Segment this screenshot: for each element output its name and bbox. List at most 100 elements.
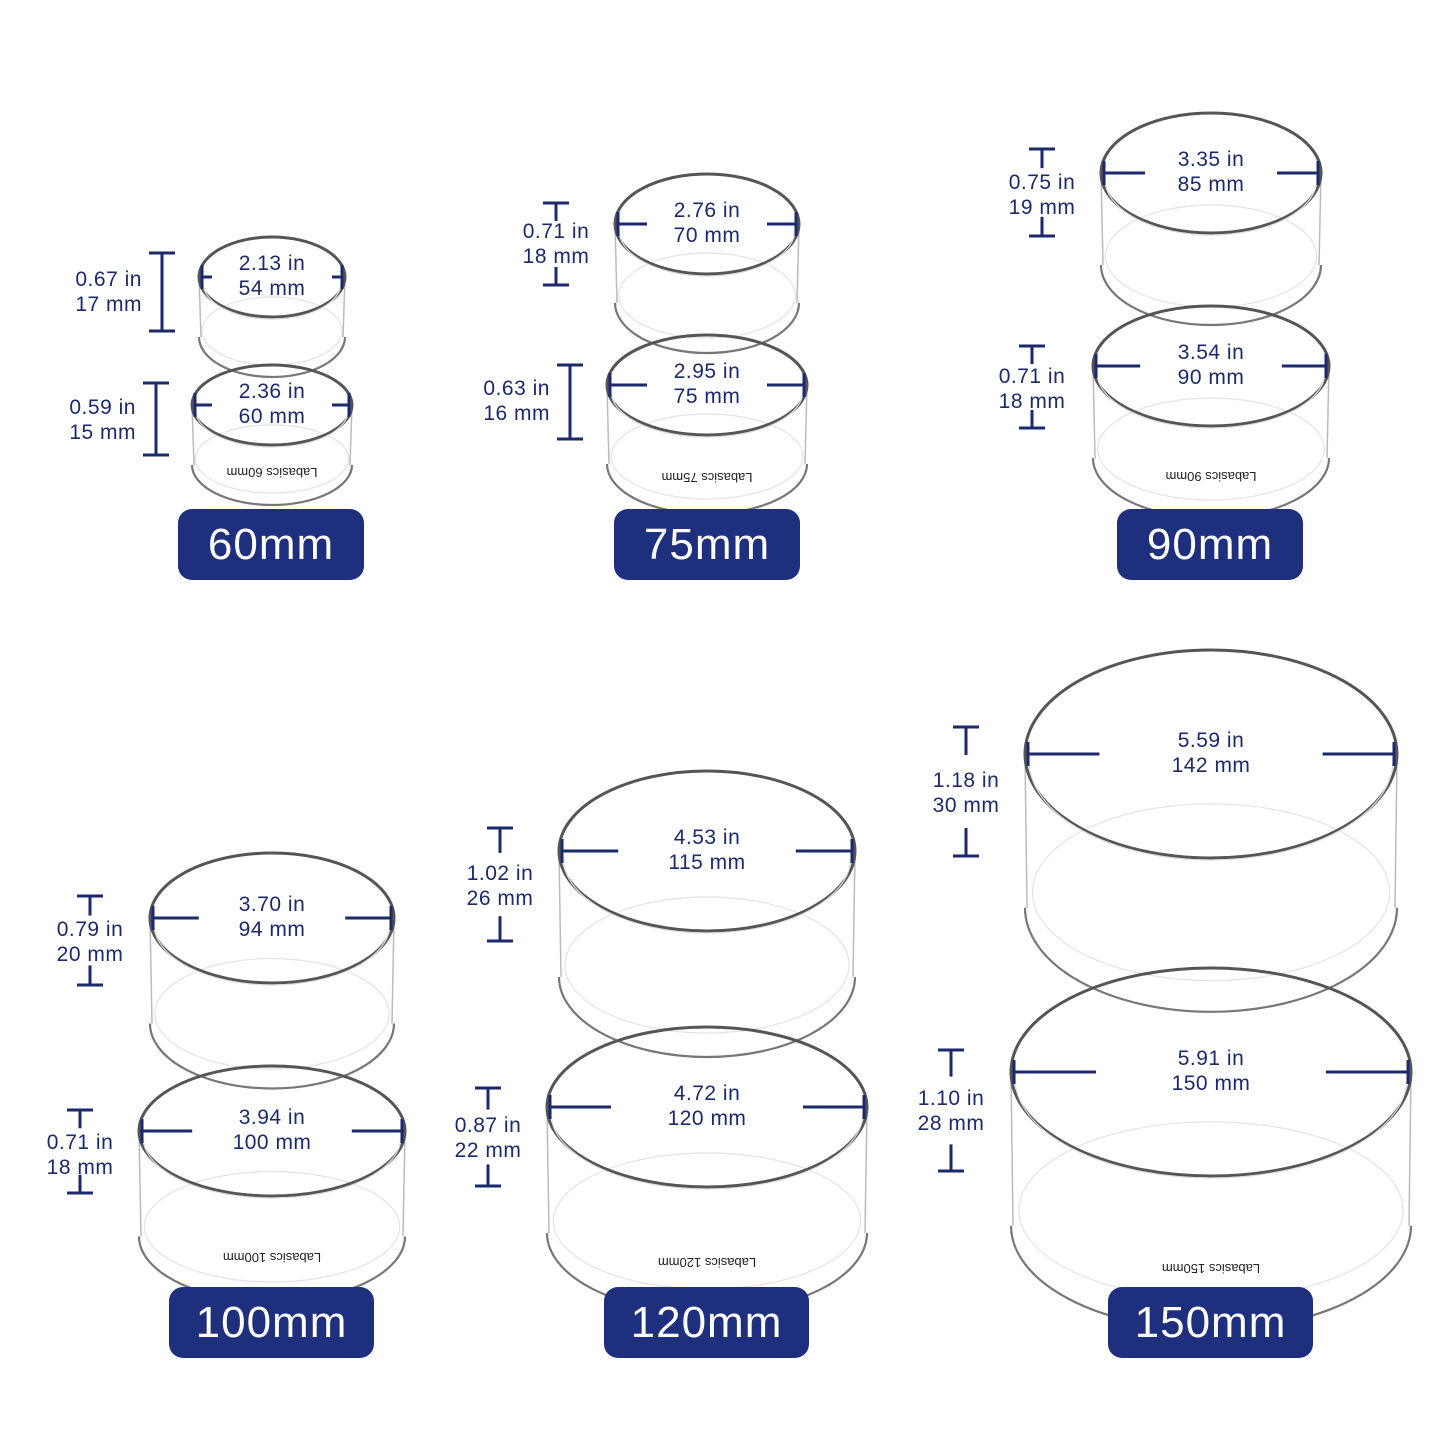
dish-120mm-lid-illustration bbox=[487, 769, 857, 1059]
height-inches: 0.63 in bbox=[483, 377, 550, 400]
dish-75mm-lid-illustration bbox=[543, 172, 801, 355]
diameter-inches: 4.53 in bbox=[673, 826, 741, 849]
height-dimension-bracket bbox=[67, 1108, 93, 1195]
height-dimension-bracket bbox=[475, 1086, 501, 1188]
height-millimeters: 15 mm bbox=[69, 421, 136, 444]
height-inches: 0.71 in bbox=[998, 365, 1066, 388]
diameter-dimension-line bbox=[1102, 161, 1320, 185]
diameter-inches: 2.95 in bbox=[673, 360, 741, 383]
brand-imprint-text: Labasics 75mm bbox=[661, 469, 753, 485]
height-inches: 0.67 in bbox=[75, 268, 142, 291]
brand-imprint-text: Labasics 90mm bbox=[1165, 469, 1257, 484]
height-inches: 1.02 in bbox=[466, 862, 534, 885]
diameter-dimension-line bbox=[193, 393, 351, 417]
diameter-millimeters: 120 mm bbox=[667, 1107, 747, 1130]
dish-90mm-lid-illustration bbox=[1029, 111, 1323, 327]
height-inches: 0.87 in bbox=[454, 1114, 522, 1137]
height-millimeters: 18 mm bbox=[998, 390, 1066, 413]
diameter-millimeters: 75 mm bbox=[673, 385, 741, 408]
height-inches: 0.59 in bbox=[69, 396, 136, 419]
height-millimeters: 22 mm bbox=[454, 1139, 522, 1162]
height-inches: 0.75 in bbox=[1008, 171, 1076, 194]
height-millimeters: 17 mm bbox=[75, 293, 142, 316]
height-dimension-bracket bbox=[1019, 344, 1045, 430]
dish-150mm-base-illustration bbox=[938, 966, 1413, 1331]
size-badge-120mm: 120mm bbox=[604, 1287, 809, 1358]
size-badge-60mm: 60mm bbox=[178, 509, 364, 580]
diameter-inches: 5.59 in bbox=[1177, 729, 1245, 752]
diameter-dimension-line bbox=[560, 839, 854, 863]
height-dimension-bracket bbox=[149, 251, 175, 333]
height-dimension-bracket bbox=[543, 201, 569, 287]
height-inches: 0.79 in bbox=[56, 918, 124, 941]
height-dimension-bracket bbox=[487, 826, 513, 943]
diameter-dimension-line bbox=[1026, 742, 1396, 766]
height-dimension-bracket bbox=[1029, 147, 1055, 238]
height-dimension-bracket bbox=[143, 381, 169, 457]
size-badge-90mm: 90mm bbox=[1117, 509, 1303, 580]
diameter-dimension-line bbox=[608, 373, 806, 397]
diameter-dimension-line bbox=[1094, 354, 1328, 378]
diameter-millimeters: 70 mm bbox=[673, 224, 741, 247]
height-millimeters: 18 mm bbox=[46, 1156, 114, 1179]
height-dimension-bracket bbox=[77, 894, 103, 987]
diameter-inches: 3.94 in bbox=[238, 1106, 306, 1129]
size-badge-150mm: 150mm bbox=[1108, 1287, 1313, 1358]
diameter-inches: 2.13 in bbox=[238, 252, 306, 275]
dish-60mm-base-illustration bbox=[143, 363, 354, 507]
height-dimension-bracket bbox=[938, 1048, 964, 1173]
diameter-millimeters: 100 mm bbox=[232, 1131, 312, 1154]
dish-90mm-base-illustration bbox=[1019, 304, 1331, 520]
dish-120mm-base-illustration bbox=[475, 1025, 869, 1315]
height-dimension-bracket bbox=[953, 725, 979, 858]
height-millimeters: 18 mm bbox=[522, 245, 590, 268]
dish-100mm-lid-illustration bbox=[77, 851, 396, 1090]
diameter-millimeters: 150 mm bbox=[1171, 1072, 1251, 1095]
diameter-millimeters: 94 mm bbox=[238, 918, 306, 941]
brand-imprint-text: Labasics 120mm bbox=[657, 1255, 757, 1270]
height-inches: 1.18 in bbox=[932, 769, 1000, 792]
diameter-millimeters: 85 mm bbox=[1177, 173, 1245, 196]
brand-imprint-text: Labasics 150mm bbox=[1161, 1261, 1261, 1276]
diameter-dimension-line bbox=[151, 906, 393, 930]
diameter-inches: 2.76 in bbox=[673, 199, 741, 222]
height-inches: 0.71 in bbox=[522, 220, 590, 243]
diameter-inches: 2.36 in bbox=[238, 380, 306, 403]
diameter-millimeters: 142 mm bbox=[1171, 754, 1251, 777]
height-millimeters: 28 mm bbox=[917, 1112, 985, 1135]
height-inches: 0.71 in bbox=[46, 1131, 114, 1154]
brand-imprint-text: Labasics 100mm bbox=[222, 1250, 322, 1266]
diameter-millimeters: 115 mm bbox=[668, 851, 746, 874]
diameter-millimeters: 60 mm bbox=[238, 405, 306, 428]
height-dimension-bracket bbox=[557, 363, 583, 441]
diameter-inches: 3.35 in bbox=[1177, 148, 1245, 171]
diameter-dimension-line bbox=[616, 212, 798, 236]
height-millimeters: 20 mm bbox=[56, 943, 124, 966]
diameter-inches: 5.91 in bbox=[1177, 1047, 1245, 1070]
diameter-millimeters: 54 mm bbox=[238, 277, 306, 300]
diameter-dimension-line bbox=[548, 1095, 866, 1119]
diameter-dimension-line bbox=[140, 1119, 404, 1143]
